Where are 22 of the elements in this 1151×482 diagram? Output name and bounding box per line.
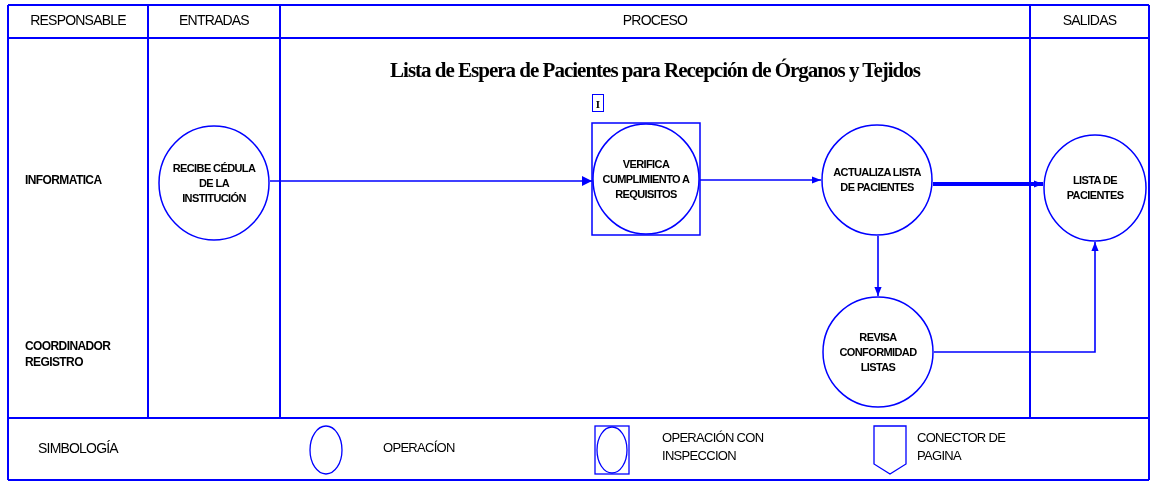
legend-text: OPERACÍON xyxy=(383,439,456,457)
arrow xyxy=(269,176,593,186)
operation-circle: REVISA CONFORMIDAD LISTAS xyxy=(822,296,934,408)
legend-heading: SIMBOLOGÍA xyxy=(38,440,118,456)
column-header: RESPONSABLE xyxy=(30,12,126,28)
page-connector-tag: I xyxy=(592,94,604,112)
arrow xyxy=(874,235,882,297)
arrow xyxy=(933,180,1043,188)
diagram-title: Lista de Espera de Pacientes para Recepción de Órganos y Tejidos xyxy=(390,58,920,82)
arrow xyxy=(699,176,822,184)
column-header: PROCESO xyxy=(622,12,688,28)
lane-label: INFORMATICA xyxy=(25,173,102,187)
operation-circle: LISTA DE PACIENTES xyxy=(1043,134,1147,242)
operation-circle: ACTUALIZA LISTA DE PACIENTES xyxy=(821,124,933,236)
column-header: SALIDAS xyxy=(1062,12,1117,28)
inspection-operation-symbol: VERIFICA CUMPLIMIENTO A REQUISITOS xyxy=(592,123,700,235)
operation-circle: RECIBE CÉDULA DE LA INSTITUCIÓN xyxy=(158,125,270,241)
column-header: ENTRADAS xyxy=(179,12,249,28)
legend-text: CONECTOR DE PAGINA xyxy=(917,429,1007,465)
arrow xyxy=(933,241,1099,353)
lane-label: COORDINADOR REGISTRO xyxy=(25,339,111,369)
legend-text: OPERACIÓN CON INSPECCION xyxy=(662,429,765,465)
